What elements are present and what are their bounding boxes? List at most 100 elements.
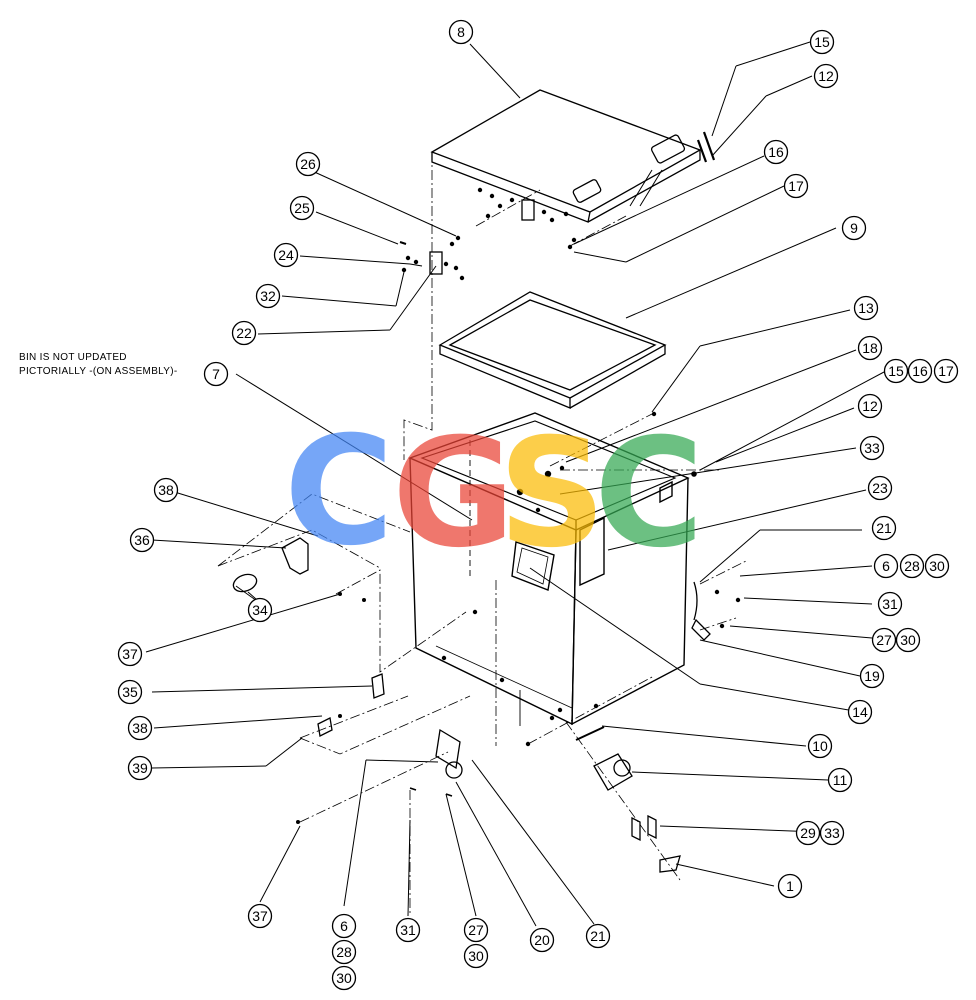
callout-label: 27 [876,632,892,648]
callout-label: 15 [814,34,830,50]
callout-circle [873,553,899,579]
callout-circle [331,939,357,965]
callout-circle [247,597,273,623]
callout-circle [231,320,257,346]
callout-label: 32 [260,288,276,304]
callout-label: 30 [468,948,484,964]
callout-circle [907,358,933,384]
callout-circle [273,242,299,268]
callout-14: 14 [847,699,873,725]
callout-circle [871,515,897,541]
callout-label: 25 [294,200,310,216]
callout-label: 23 [872,480,888,496]
callout-circle [809,29,835,55]
callout-label: 19 [864,668,880,684]
callout-21: 21 [585,923,611,949]
callout-circle [777,873,803,899]
callout-1: 1 [777,873,803,899]
callout-label: 30 [929,558,945,574]
callout-circle [853,295,879,321]
callout-circle [117,641,143,667]
note-line-1: BIN IS NOT UPDATED [19,352,127,363]
callout-label: 30 [336,970,352,986]
callout-label: 31 [882,596,898,612]
callout-38: 38 [153,477,179,503]
callout-13: 13 [853,295,879,321]
cgsc-watermark-logo: C G S C [284,405,704,581]
callout-circle [247,903,273,929]
callout-label: 37 [122,646,138,662]
callout-38: 38 [127,715,153,741]
callout-33: 33 [859,435,885,461]
callout-circle [819,820,845,846]
leader-lines [145,41,885,927]
callout-label: 29 [800,825,816,841]
callout-22: 22 [231,320,257,346]
callout-label: 38 [158,482,174,498]
callout-label: 6 [882,558,890,574]
callout-circle [127,755,153,781]
cabinet-body [408,412,690,726]
callout-23: 23 [867,475,893,501]
callout-29: 29 [795,820,821,846]
callout-label: 38 [132,720,148,736]
left-parts-dots [296,592,366,824]
callout-30: 30 [463,943,489,969]
callout-circle [795,820,821,846]
callout-circle [255,283,281,309]
callout-16: 16 [763,139,789,165]
callout-31: 31 [395,917,421,943]
callout-circle [331,913,357,939]
callout-circle [585,923,611,949]
callout-circle [867,475,893,501]
callout-label: 39 [132,760,148,776]
callout-circle [877,591,903,617]
callout-27: 27 [463,917,489,943]
callout-circle [463,917,489,943]
callout-circle [295,151,321,177]
callout-circle [331,965,357,991]
svg-text:C: C [284,405,394,579]
svg-text:G: G [392,407,515,581]
callout-label: 36 [134,532,150,548]
callout-circle [129,527,155,553]
lid-assembly [430,89,716,223]
callout-20: 20 [529,927,555,953]
side-latch [691,581,711,641]
callout-10: 10 [807,733,833,759]
callout-label: 17 [938,363,954,379]
callout-circle [203,361,229,387]
callout-label: 12 [818,68,834,84]
callout-6: 6 [873,553,899,579]
callout-16: 16 [907,358,933,384]
callout-label: 35 [122,684,138,700]
callout-circle [924,553,950,579]
callout-7: 7 [203,361,229,387]
callout-label: 18 [862,340,878,356]
callout-24: 24 [273,242,299,268]
callout-circle [763,139,789,165]
callout-label: 11 [833,772,848,788]
callout-15: 15 [809,29,835,55]
callout-label: 1 [786,878,794,894]
callout-28: 28 [899,553,925,579]
callout-label: 6 [340,918,348,934]
callout-circle [847,699,873,725]
callout-circle [899,553,925,579]
callout-circle [933,358,959,384]
note-line-2: PICTORIALLY -(ON ASSEMBLY)- [19,366,178,377]
callout-circle [395,917,421,943]
callout-circle [807,733,833,759]
callout-36: 36 [129,527,155,553]
callout-circle [857,335,883,361]
callout-label: 28 [904,558,920,574]
callout-28: 28 [331,939,357,965]
callout-26: 26 [295,151,321,177]
callout-circle [463,943,489,969]
callout-label: 21 [590,928,606,944]
callout-27: 27 [871,627,897,653]
callout-circle [859,663,885,689]
callout-label: 28 [336,944,352,960]
callout-35: 35 [117,679,143,705]
